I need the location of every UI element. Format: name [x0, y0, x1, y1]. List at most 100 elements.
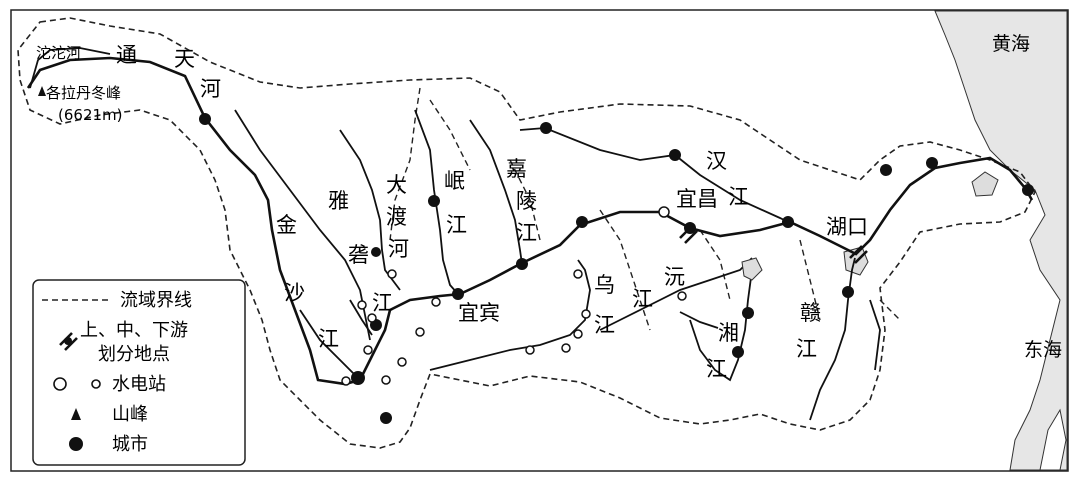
hydropower-station-icon [397, 357, 407, 367]
legend-division-label-2: 划分地点 [98, 344, 170, 365]
hydropower-station-icon [91, 379, 101, 389]
city-dot-icon [926, 157, 938, 169]
hydropower-station-icon [581, 309, 591, 319]
label-east-sea: 东海 [1024, 339, 1062, 361]
label-han-han: 汉 [706, 149, 727, 173]
legend-division-label-1: 上、中、下游 [80, 320, 188, 341]
hydropower-station-icon [415, 327, 425, 337]
hydropower-station-icon [561, 343, 571, 353]
jialing-river [469, 119, 523, 265]
city-dot-icon [380, 412, 392, 424]
hydropower-station-icon [677, 291, 687, 301]
label-jialing-jiang: 江 [516, 221, 537, 245]
label-tongtian-he: 河 [200, 77, 221, 101]
label-han-jiang: 江 [728, 185, 749, 209]
city-dot-icon [732, 346, 744, 358]
city-dot-icon [669, 149, 681, 161]
label-min-min: 岷 [444, 169, 465, 193]
label-tongtian-tian: 天 [174, 47, 195, 71]
label-yalong-long: 砻 [348, 243, 369, 267]
city-dot-icon [428, 195, 440, 207]
label-wu-jiang: 江 [594, 313, 615, 337]
hydropower-station-icon [357, 300, 367, 310]
hydropower-station-icon [658, 206, 670, 218]
label-xiang-xiang: 湘 [718, 321, 739, 345]
chongming-lake [971, 171, 999, 197]
label-dadu-he: 河 [388, 237, 409, 261]
legend-division-dot [64, 337, 72, 345]
legend-city-label: 城市 [112, 434, 148, 455]
label-dadu-du: 渡 [386, 205, 407, 229]
label-gan-jiang: 江 [796, 337, 817, 361]
label-geladandong-peak: 各拉丹冬峰 [46, 84, 121, 102]
hydropower-station-icon [381, 375, 391, 385]
city-dot-icon [371, 247, 381, 257]
label-yalong-jiang: 江 [372, 291, 393, 315]
label-yellow-sea: 黄海 [992, 33, 1030, 55]
sea-area [934, 10, 1068, 471]
dadu-river [339, 129, 401, 291]
dadu-lower [349, 299, 373, 336]
hydropower-station-icon [573, 269, 583, 279]
yalong-upper [299, 309, 356, 376]
label-dadu-da: 大 [386, 173, 407, 197]
hydropower-station-icon [525, 345, 535, 355]
label-xiang-jiang: 江 [706, 357, 727, 381]
hydropower-station-icon [363, 345, 373, 355]
label-hukou: 湖口 [826, 215, 868, 239]
label-tuotuo-river: 沱沱河 [36, 44, 81, 62]
division-point-icon [849, 245, 868, 264]
legend-box [32, 279, 246, 466]
city-dot-icon [452, 288, 464, 300]
mountain-peak-icon [71, 408, 81, 420]
city-dot-icon [576, 216, 588, 228]
tuotuo-river [29, 47, 111, 89]
city-dot-icon [1022, 184, 1034, 196]
min-river [414, 109, 459, 295]
label-elevation: (6621m) [58, 106, 123, 124]
legend-hydropower-label: 水电站 [112, 374, 166, 395]
label-yibin: 宜宾 [458, 301, 500, 325]
label-yuan-yuan: 沅 [664, 265, 685, 289]
city-dot-icon [742, 307, 754, 319]
label-min-jiang: 江 [446, 213, 467, 237]
hydropower-station-icon [431, 297, 441, 307]
hydropower-station-icon [341, 376, 351, 386]
label-yalong-ya: 雅 [328, 189, 349, 213]
dongting-lake [741, 257, 763, 281]
label-tongtian-tong: 通 [116, 43, 137, 67]
inner-boundary [389, 87, 901, 331]
label-jialing-jia: 嘉 [506, 157, 527, 181]
hydropower-station-icon [387, 269, 397, 279]
city-dot-icon [880, 164, 892, 176]
label-gan-gan: 赣 [800, 301, 821, 325]
city-dot-icon [516, 258, 528, 270]
label-jinsha-jin: 金 [276, 213, 297, 237]
xiang-river [689, 269, 753, 382]
label-jialing-ling: 陵 [516, 189, 537, 213]
division-points [679, 225, 868, 264]
city-dot-icon [69, 437, 83, 451]
city-dot-icon [842, 286, 854, 298]
legend-peak-label: 山峰 [112, 404, 148, 425]
hydropower-stations [341, 206, 687, 386]
taiwan-island [1039, 408, 1067, 471]
yuan-river [599, 257, 753, 331]
wu-river [429, 259, 591, 371]
hydropower-station-icon [367, 313, 377, 323]
label-jinsha-sha: 沙 [284, 281, 305, 305]
hydropower-station-icon [573, 329, 583, 339]
city-dot-icon [351, 371, 365, 385]
label-yuan-jiang: 江 [632, 287, 653, 311]
legend-basin-boundary-label: 流域界线 [120, 290, 192, 311]
xiang-branch [679, 311, 719, 329]
mountain-peak-icon [38, 86, 46, 96]
hydropower-station-icon [53, 377, 67, 391]
yalong-river [234, 109, 371, 341]
label-jinsha-jiang: 江 [318, 327, 339, 351]
division-point-icon [679, 225, 698, 244]
gan-branch [869, 299, 881, 371]
city-dot-icon [540, 122, 552, 134]
label-wu-wu: 乌 [594, 273, 615, 297]
